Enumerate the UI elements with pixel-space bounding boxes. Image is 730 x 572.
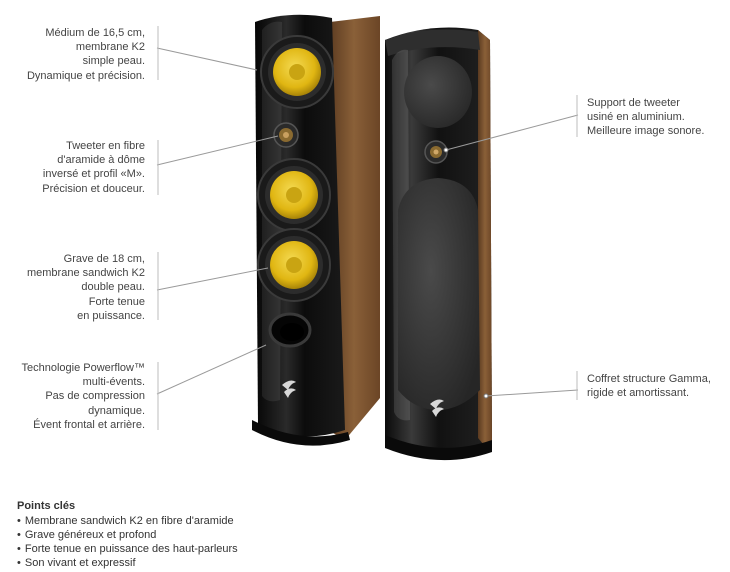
callout-midrange: Médium de 16,5 cm, membrane K2 simple pe… xyxy=(27,26,145,83)
callout-tweeter-line-3: inversé et profil «M». xyxy=(42,168,145,181)
right-speaker-base xyxy=(385,435,492,461)
leader-cabinet xyxy=(485,389,579,397)
callout-cabinet: Coffret structure Gamma, rigide et amort… xyxy=(587,372,711,400)
callout-midrange-line-2: membrane K2 xyxy=(75,41,145,54)
callout-woofer-line-4: Forte tenue xyxy=(88,295,145,308)
callout-midrange-line-4: Dynamique et précision. xyxy=(26,69,145,82)
key-points-title: Points clés xyxy=(17,500,76,512)
left-speaker xyxy=(252,14,380,446)
callout-powerflow: Technologie Powerflow™ multi-évents. Pas… xyxy=(21,361,145,432)
leader-tweeter xyxy=(156,135,279,166)
callout-side-rules xyxy=(157,26,578,430)
callout-cabinet-line-1: Coffret structure Gamma, xyxy=(587,373,711,385)
left-midrange-driver xyxy=(260,35,334,109)
callout-tweeter-line-2: d'aramide à dôme xyxy=(57,154,145,167)
callout-powerflow-line-1: Technologie Powerflow™ xyxy=(21,362,145,374)
leader-tweeter-support xyxy=(445,114,579,151)
callout-tweeter: Tweeter en fibre d'aramide à dôme invers… xyxy=(42,139,145,196)
callout-powerflow-line-2: multi-évents. xyxy=(82,376,145,389)
leader-powerflow xyxy=(156,344,267,395)
left-woofer-driver-upper xyxy=(257,158,331,232)
right-speaker-top xyxy=(385,29,480,56)
callout-midrange-line-1: Médium de 16,5 cm, xyxy=(45,27,145,39)
callout-tweeter-support: Support de tweeter usiné en aluminium. M… xyxy=(587,96,704,139)
callout-tweeter-line-4: Précision et douceur. xyxy=(42,182,145,195)
right-upper-grille xyxy=(404,56,472,128)
callout-midrange-line-3: simple peau. xyxy=(82,55,145,68)
key-point-item: Forte tenue en puissance des haut-parleu… xyxy=(17,542,238,556)
key-points-list: Membrane sandwich K2 en fibre d'aramide … xyxy=(17,514,238,570)
callout-cabinet-line-2: rigide et amortissant. xyxy=(587,387,690,400)
left-woofer-driver-lower xyxy=(257,228,331,302)
right-speaker xyxy=(385,27,492,461)
left-brand-logo xyxy=(282,380,296,398)
callout-tweeter-support-line-2: usiné en aluminium. xyxy=(587,111,685,124)
right-speaker-side-walnut xyxy=(478,30,492,445)
callout-woofer-line-3: double peau. xyxy=(81,281,145,294)
callout-tweeter-support-line-3: Meilleure image sonore. xyxy=(587,125,705,138)
callout-tweeter-line-1: Tweeter en fibre xyxy=(66,140,145,152)
left-speaker-base xyxy=(252,420,350,446)
leader-midrange xyxy=(156,47,258,71)
key-point-item: Membrane sandwich K2 en fibre d'aramide xyxy=(17,514,238,528)
right-brand-logo xyxy=(430,399,444,417)
callout-powerflow-line-3: Pas de compression xyxy=(45,390,145,403)
right-lower-grille xyxy=(398,178,480,410)
callout-tweeter-support-line-1: Support de tweeter xyxy=(587,97,680,109)
callout-powerflow-line-5: Évent frontal et arrière. xyxy=(33,418,145,431)
callout-leader-dots xyxy=(443,147,489,399)
callout-powerflow-line-4: dynamique. xyxy=(88,404,145,417)
callout-leader-lines xyxy=(156,47,579,397)
key-points: Points clés Membrane sandwich K2 en fibr… xyxy=(17,499,238,570)
key-point-item: Grave généreux et profond xyxy=(17,528,238,542)
left-tweeter-driver xyxy=(273,122,299,148)
callout-woofer: Grave de 18 cm, membrane sandwich K2 dou… xyxy=(27,252,145,323)
callout-woofer-line-2: membrane sandwich K2 xyxy=(26,267,145,280)
leader-woofer xyxy=(156,267,269,291)
callout-woofer-line-5: en puissance. xyxy=(77,309,145,322)
right-tweeter-driver xyxy=(424,140,448,164)
key-point-item: Son vivant et expressif xyxy=(17,556,238,570)
callout-woofer-line-1: Grave de 18 cm, xyxy=(63,253,145,265)
left-bass-port xyxy=(268,312,312,348)
